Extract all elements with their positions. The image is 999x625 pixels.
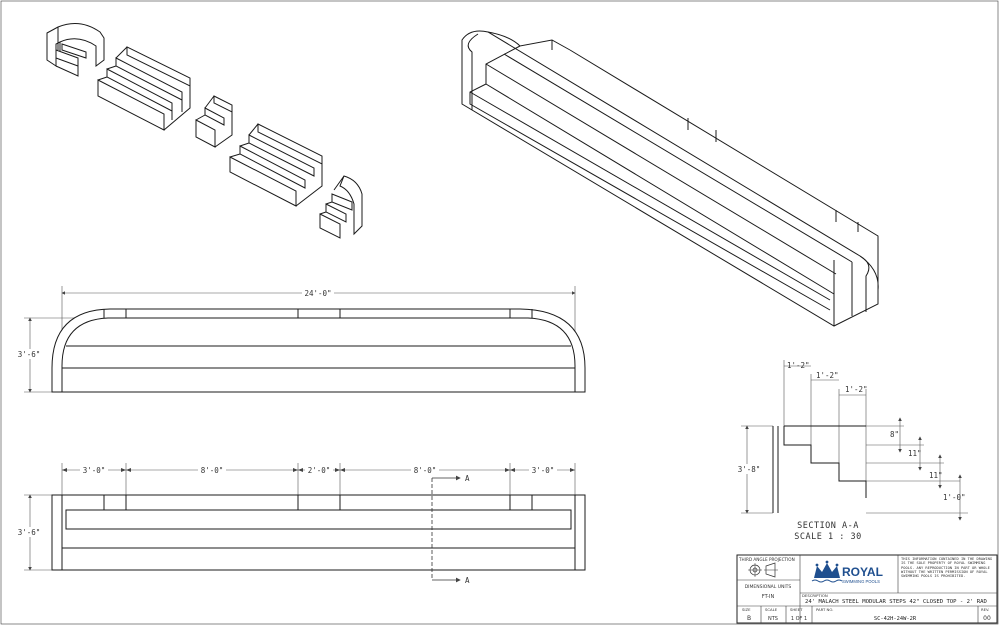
iso-corner-module-left	[46, 22, 105, 77]
front-elevation-view: 24'-0" 3'-6"	[14, 286, 586, 393]
sheet-value: 1 OF 1	[791, 616, 807, 622]
iso-step-module-a	[97, 46, 191, 131]
exploded-iso-modules	[46, 22, 363, 239]
rev-value: 00	[983, 615, 991, 622]
proprietary-notice: THIS INFORMATION CONTAINED IN THE DRAWIN…	[901, 557, 993, 579]
iso-step-module-c	[229, 123, 323, 207]
plan-seg-dim: 3'-0"	[532, 466, 555, 475]
logo-text: ROYAL	[842, 565, 883, 579]
scale-value: NTS	[768, 616, 778, 622]
size-value: B	[747, 615, 751, 622]
section-riser-dim: 11"	[929, 471, 943, 480]
iso-corner-module-right	[319, 175, 363, 239]
title-block: THIRD ANGLE PROJECTION DIMENSIONAL UNITS…	[736, 554, 998, 624]
drawing-description: 24' MALACH STEEL MODULAR STEPS 42" CLOSE…	[805, 599, 987, 605]
plan-seg-dim: 8'-0"	[201, 466, 224, 475]
section-tread-dim: 1'-2"	[787, 361, 810, 370]
section-tread-dim: 1'-2"	[816, 371, 839, 380]
section-marker-top: A	[465, 474, 470, 483]
part-number: SC-42H-24W-2R	[874, 616, 917, 622]
description-label: DESCRIPTION	[802, 593, 828, 598]
section-marker-bottom: A	[465, 576, 470, 585]
logo-subtext: SWIMMING POOLS	[842, 579, 880, 584]
third-angle-projection-icon	[748, 562, 778, 578]
section-height-dim: 3'-8"	[738, 465, 761, 474]
plan-seg-dim: 8'-0"	[414, 466, 437, 475]
iso-step-module-b	[195, 95, 233, 148]
royal-logo: ROYAL SWIMMING POOLS	[811, 560, 883, 584]
section-tread-dim: 1'-2"	[845, 385, 868, 394]
sheet-label: SHEET	[790, 607, 803, 612]
rev-label: REV.	[981, 607, 989, 612]
plan-height-dim: 3'-6"	[18, 528, 41, 537]
size-label: SIZE	[742, 607, 751, 612]
elevation-width-dim: 24'-0"	[304, 289, 331, 298]
plan-view: 3'-0" 8'-0" 2'-0" 8'-0" 3'-0" 3'-6" A A	[14, 463, 586, 585]
section-title: SECTION A-A	[797, 521, 859, 531]
units-value: FT-IN	[762, 594, 775, 600]
plan-seg-dim: 3'-0"	[83, 466, 106, 475]
plan-seg-dim: 2'-0"	[308, 466, 331, 475]
elevation-height-dim: 3'-6"	[18, 350, 41, 359]
part-label: PART NO.	[816, 607, 833, 612]
section-a-a-view: 1'-2" 1'-2" 1'-2" 8" 11" 11" 1'-0" 3'-8"…	[736, 360, 968, 542]
section-scale: SCALE 1 : 30	[794, 532, 861, 542]
iso-assembly-view	[461, 30, 879, 327]
section-riser-dim: 8"	[890, 430, 899, 439]
projection-label: THIRD ANGLE PROJECTION	[738, 557, 795, 562]
section-riser-dim: 11"	[908, 449, 922, 458]
scale-label: SCALE	[765, 607, 778, 612]
section-riser-dim: 1'-0"	[943, 493, 966, 502]
units-label: DIMENSIONAL UNITS	[745, 584, 792, 590]
